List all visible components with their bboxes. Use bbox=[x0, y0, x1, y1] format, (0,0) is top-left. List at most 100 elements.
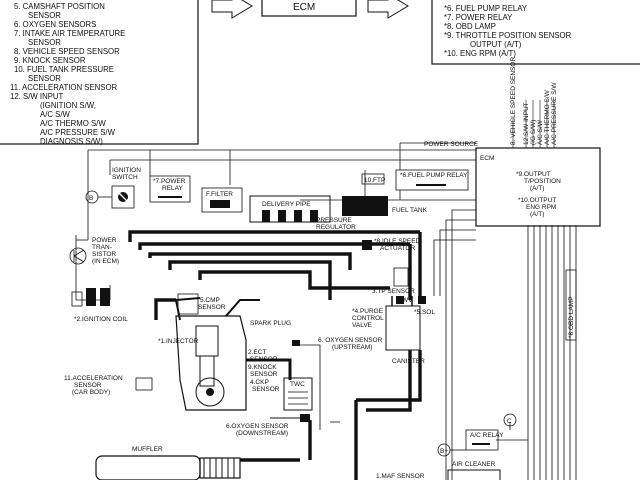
legend-item: 9. KNOCK SENSOR bbox=[14, 56, 86, 65]
ckp-sensor-label: SENSOR bbox=[252, 386, 280, 393]
sw-input-label: 12.S/W INPUT bbox=[523, 102, 530, 145]
fuel-filter-label: F.FILTER bbox=[206, 191, 233, 198]
power-source: POWER SOURCE bbox=[424, 141, 479, 148]
ignition-coil-label: *2.IGNITION COIL bbox=[74, 316, 128, 323]
muffler-label: MUFFLER bbox=[132, 446, 163, 453]
oxygen-sensor-upstream: 6. OXYGEN SENSOR (UPSTREAM) bbox=[292, 337, 383, 351]
ignition-switch-label: SWITCH bbox=[112, 174, 138, 181]
ect-sensor-label: SENSOR bbox=[250, 356, 278, 363]
power-source-label: POWER SOURCE bbox=[424, 141, 479, 148]
delivery-pipe-label: DELIVERY PIPE bbox=[262, 201, 311, 208]
fuel-pump-relay-label: *6.FUEL PUMP RELAY bbox=[400, 172, 468, 179]
eng-rpm-label: ENG RPM bbox=[526, 204, 556, 211]
tp-output-label: T/POSITION bbox=[524, 178, 561, 185]
air-cleaner-label: AIR CLEANER bbox=[452, 461, 496, 468]
accel-sensor-label: SENSOR bbox=[74, 382, 102, 389]
ignition-coil: *2.IGNITION COIL bbox=[71, 288, 128, 323]
oxygen-downstream-label: (DOWNSTREAM) bbox=[236, 430, 288, 437]
legend-item: SENSOR bbox=[28, 38, 61, 47]
legend-item: *6. FUEL PUMP RELAY bbox=[444, 4, 528, 13]
legend-item: A/C S/W bbox=[40, 110, 71, 119]
ac-relay: A/C RELAY B+ C bbox=[437, 413, 517, 457]
bplus-terminal-label: B+ bbox=[440, 448, 448, 455]
cmp-sensor-label: SENSOR bbox=[198, 304, 226, 311]
legend-item: DIAGNOSIS S/W) bbox=[40, 137, 103, 146]
legend-item: A/C THERMO S/W bbox=[40, 119, 106, 128]
legend-item: OUTPUT (A/T) bbox=[470, 40, 522, 49]
accel-sensor-label: (CAR BODY) bbox=[72, 389, 110, 396]
spark-plug-label: SPARK PLUG bbox=[250, 320, 291, 327]
legend-item: SENSOR bbox=[28, 74, 61, 83]
purge-valve-label: *4.PURGE bbox=[352, 308, 384, 315]
vss-label: 8. VEHICLE SPEED SENSOR bbox=[510, 57, 517, 145]
c-terminal-label: C bbox=[507, 418, 512, 425]
legend-item: 7. INTAKE AIR TEMPERATURE bbox=[14, 29, 125, 38]
ckp-sensor-label: 4.CKP bbox=[250, 379, 269, 386]
power-relay-label: RELAY bbox=[162, 185, 183, 192]
wiring bbox=[75, 142, 577, 480]
fuel-pump-relay: *6.FUEL PUMP RELAY bbox=[395, 169, 469, 191]
canister-label: CANISTER bbox=[392, 358, 425, 365]
muffler: MUFFLER bbox=[95, 446, 241, 480]
tp-output-label: *9.OUTPUT bbox=[516, 171, 551, 178]
ecm-label: ECM bbox=[480, 155, 494, 162]
ac-relay-label: A/C RELAY bbox=[470, 432, 504, 439]
power-relay-label: *7.POWER bbox=[153, 178, 186, 185]
sw-input-label: A/C S/W bbox=[537, 119, 544, 145]
canister: CANISTER bbox=[385, 296, 425, 365]
tp-sensor: 3.TP SENSOR bbox=[372, 267, 415, 295]
power-transistor-label: SISTOR bbox=[92, 251, 116, 258]
eng-rpm-label: *10.OUTPUT bbox=[518, 197, 556, 204]
accel-sensor-label: 11.ACCELERATION bbox=[64, 375, 123, 382]
pressure-regulator-label: PRESSURE bbox=[316, 217, 352, 224]
fuel-tank-label: FUEL TANK bbox=[392, 207, 428, 214]
legend-item: A/C PRESSURE S/W bbox=[40, 128, 116, 137]
twc-label: TWC bbox=[290, 381, 305, 388]
idle-speed-label: ACTUATOR bbox=[380, 245, 415, 252]
legend-item: 5. CAMSHAFT POSITION bbox=[14, 2, 105, 11]
sol-label: *5.SOL bbox=[414, 309, 435, 316]
obd-lamp: *8.OBD LAMP bbox=[565, 269, 577, 341]
sw-input-label: (IG S/W) bbox=[530, 120, 537, 145]
legend-item: 8. VEHICLE SPEED SENSOR bbox=[14, 47, 120, 56]
fuel-filter: F.FILTER bbox=[201, 187, 243, 213]
legend-item: *9. THROTTLE POSITION SENSOR bbox=[444, 31, 572, 40]
three-way-catalyst: TWC bbox=[283, 377, 313, 411]
delivery-pipe: DELIVERY PIPE bbox=[249, 195, 331, 223]
air-cleaner: AIR CLEANER bbox=[447, 461, 501, 480]
idle-speed-label: *8.IDLE SPEED bbox=[374, 238, 421, 245]
maf-sensor: 1.MAF SENSOR bbox=[376, 473, 425, 480]
sw-input-label: A/C THERMO S/W bbox=[544, 89, 551, 145]
injector-label: *1.INJECTOR bbox=[158, 338, 199, 345]
power-transistor-label: POWER bbox=[92, 237, 117, 244]
purge-valve-label: VALVE bbox=[352, 322, 373, 329]
ignition-switch-label: IGNITION bbox=[112, 167, 141, 174]
top-ecm-block: ECM bbox=[211, 0, 409, 19]
cmp-sensor-label: 5.CMP bbox=[200, 297, 220, 304]
engine bbox=[174, 297, 292, 411]
oxygen-upstream-label: (UPSTREAM) bbox=[332, 344, 372, 351]
ect-sensor-label: 2.ECT bbox=[248, 349, 266, 356]
fuel-tank: FUEL TANK PRESSURE REGULATOR bbox=[316, 196, 428, 231]
ftp-label: 10.FTP bbox=[364, 177, 385, 184]
legend-item: SENSOR bbox=[28, 11, 61, 20]
eng-rpm-label: (A/T) bbox=[530, 211, 544, 218]
legend-item: 10. FUEL TANK PRESSURE bbox=[14, 65, 114, 74]
top-left-legend: 5. CAMSHAFT POSITION SENSOR 6. OXYGEN SE… bbox=[0, 0, 199, 146]
idle-speed-actuator: *8.IDLE SPEED ACTUATOR bbox=[362, 238, 421, 252]
legend-item: 12. S/W INPUT bbox=[10, 92, 64, 101]
power-transistor-label: (IN ECM) bbox=[92, 258, 119, 265]
legend-item: *8. OBD LAMP bbox=[444, 22, 496, 31]
twv-label: TWV bbox=[398, 297, 413, 304]
legend-item: (IGNITION S/W, bbox=[40, 101, 96, 110]
legend-item: *10. ENG RPM (A/T) bbox=[444, 49, 516, 58]
ftp-sensor: 10.FTP bbox=[361, 173, 385, 185]
knock-sensor-label: 9.KNOCK bbox=[248, 364, 277, 371]
power-relay: *7.POWER RELAY bbox=[149, 175, 191, 203]
power-transistor: POWER TRAN- SISTOR (IN ECM) bbox=[69, 237, 119, 265]
pressure-regulator-label: REGULATOR bbox=[316, 224, 356, 231]
legend-item: 6. OXYGEN SENSORS bbox=[14, 20, 96, 29]
power-transistor-label: TRAN- bbox=[92, 244, 112, 251]
maf-sensor-label: 1.MAF SENSOR bbox=[376, 473, 425, 480]
